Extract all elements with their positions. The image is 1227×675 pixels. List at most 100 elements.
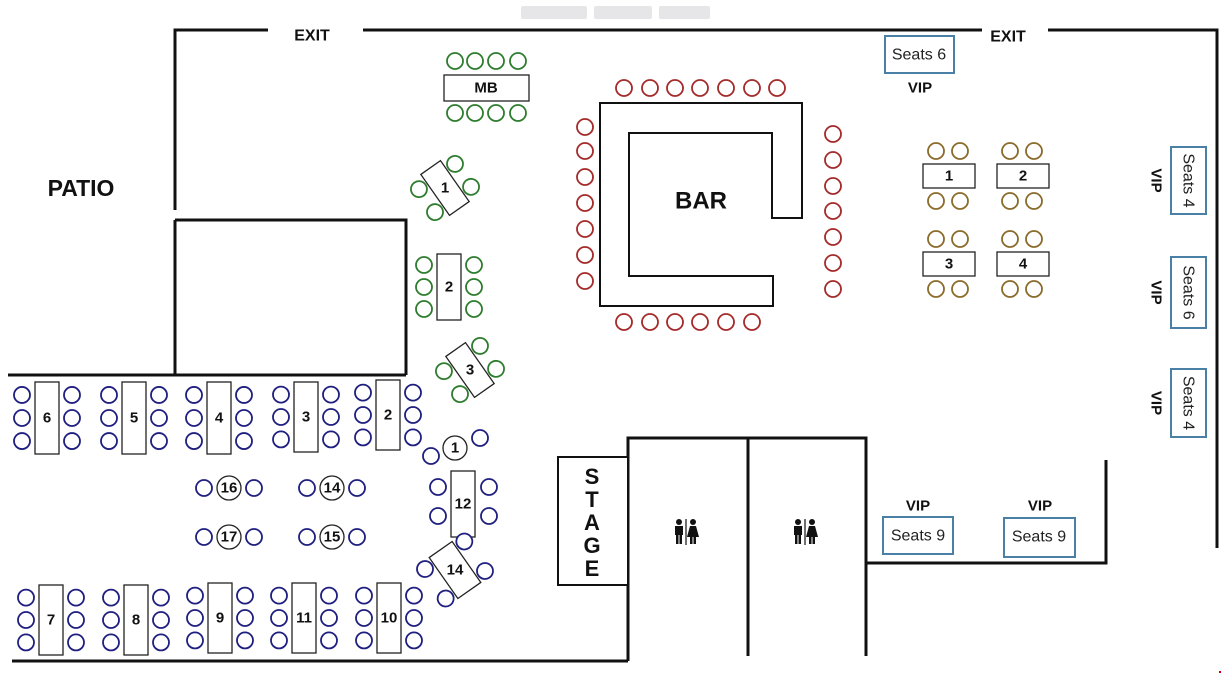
dining-table[interactable] — [123, 584, 149, 656]
seat[interactable] — [320, 631, 338, 650]
seat[interactable] — [444, 153, 466, 175]
seat[interactable] — [509, 52, 527, 70]
seat[interactable] — [414, 558, 436, 580]
top-tab[interactable] — [521, 6, 587, 19]
seat[interactable] — [186, 609, 204, 627]
top-tab[interactable] — [659, 6, 710, 19]
seat[interactable] — [185, 432, 203, 450]
seat[interactable] — [435, 587, 457, 609]
seat[interactable] — [487, 104, 505, 122]
seat[interactable] — [1025, 230, 1043, 248]
table-group[interactable]: 2 — [415, 253, 483, 321]
seat[interactable] — [322, 385, 340, 404]
dining-table[interactable] — [291, 582, 317, 654]
round-table[interactable] — [319, 524, 345, 550]
dining-table[interactable] — [121, 381, 147, 455]
seat[interactable] — [404, 406, 422, 424]
vip-booth-top[interactable] — [884, 35, 955, 74]
seat[interactable] — [354, 406, 372, 424]
seat[interactable] — [235, 432, 253, 450]
table-group[interactable]: 14 — [414, 530, 496, 609]
seat[interactable] — [466, 52, 484, 70]
seat[interactable] — [152, 633, 170, 652]
seat[interactable] — [460, 176, 482, 198]
seat[interactable] — [927, 280, 945, 298]
seat[interactable] — [67, 611, 85, 629]
bar-stool[interactable] — [576, 168, 594, 186]
seat[interactable] — [404, 428, 422, 447]
seat[interactable] — [951, 230, 969, 248]
bar-stool[interactable] — [576, 272, 594, 290]
seat[interactable] — [424, 201, 446, 223]
seat[interactable] — [449, 383, 471, 405]
table[interactable] — [428, 540, 482, 600]
bar-stool[interactable] — [717, 79, 735, 97]
seat[interactable] — [245, 528, 263, 546]
seat[interactable] — [67, 588, 85, 607]
bar-stool[interactable] — [824, 125, 842, 143]
seat[interactable] — [63, 386, 81, 404]
vip-booth-right[interactable] — [1170, 368, 1207, 438]
seat[interactable] — [480, 478, 498, 496]
seat[interactable] — [320, 609, 338, 627]
table-group[interactable]: 1 — [406, 150, 484, 225]
round-table[interactable] — [216, 475, 242, 501]
seat[interactable] — [100, 386, 118, 404]
seat[interactable] — [408, 178, 430, 200]
seat[interactable] — [446, 104, 464, 122]
round-table[interactable] — [216, 524, 242, 550]
bar-stool[interactable] — [666, 79, 684, 97]
seat[interactable] — [1025, 280, 1043, 298]
seat[interactable] — [446, 52, 464, 70]
seat[interactable] — [465, 256, 483, 274]
seat[interactable] — [272, 430, 290, 449]
bar-stool[interactable] — [691, 79, 709, 97]
bar-stool[interactable] — [824, 177, 842, 195]
seat[interactable] — [152, 588, 170, 607]
seat[interactable] — [355, 609, 373, 627]
top-tab[interactable] — [594, 6, 652, 19]
seat[interactable] — [354, 383, 372, 402]
vip-booth-bottom[interactable] — [1003, 517, 1076, 558]
seat[interactable] — [1025, 192, 1043, 210]
seat[interactable] — [298, 528, 316, 546]
seat[interactable] — [429, 478, 447, 496]
seat[interactable] — [245, 479, 263, 497]
seat[interactable] — [235, 409, 253, 427]
seat[interactable] — [272, 408, 290, 426]
seat[interactable] — [17, 633, 35, 652]
seat[interactable] — [951, 192, 969, 210]
seat[interactable] — [485, 358, 507, 380]
bar-stool[interactable] — [824, 151, 842, 169]
vip-booth-bottom[interactable] — [882, 516, 954, 555]
seat[interactable] — [236, 609, 254, 627]
seat[interactable] — [951, 142, 969, 160]
bar-stool[interactable] — [666, 313, 684, 331]
seat[interactable] — [487, 52, 505, 70]
seat[interactable] — [322, 430, 340, 449]
seat[interactable] — [102, 588, 120, 607]
vip-area-table[interactable] — [996, 163, 1050, 189]
bar-stool[interactable] — [641, 313, 659, 331]
dining-table[interactable] — [293, 381, 319, 453]
vip-booth-right[interactable] — [1170, 146, 1207, 215]
seat[interactable] — [298, 479, 316, 497]
seat[interactable] — [320, 586, 338, 605]
table[interactable] — [444, 341, 496, 399]
seat[interactable] — [453, 530, 475, 552]
seat[interactable] — [951, 280, 969, 298]
seat[interactable] — [235, 386, 253, 404]
bar-stool[interactable] — [576, 194, 594, 212]
seat[interactable] — [195, 479, 213, 497]
seat[interactable] — [1001, 192, 1019, 210]
seat[interactable] — [186, 586, 204, 605]
seat[interactable] — [354, 428, 372, 447]
dining-table[interactable] — [206, 381, 232, 455]
bar-stool[interactable] — [641, 79, 659, 97]
seat[interactable] — [466, 104, 484, 122]
seat[interactable] — [102, 633, 120, 652]
dining-table[interactable] — [450, 470, 476, 538]
seat[interactable] — [405, 631, 423, 650]
seat[interactable] — [150, 386, 168, 404]
seat[interactable] — [185, 409, 203, 427]
